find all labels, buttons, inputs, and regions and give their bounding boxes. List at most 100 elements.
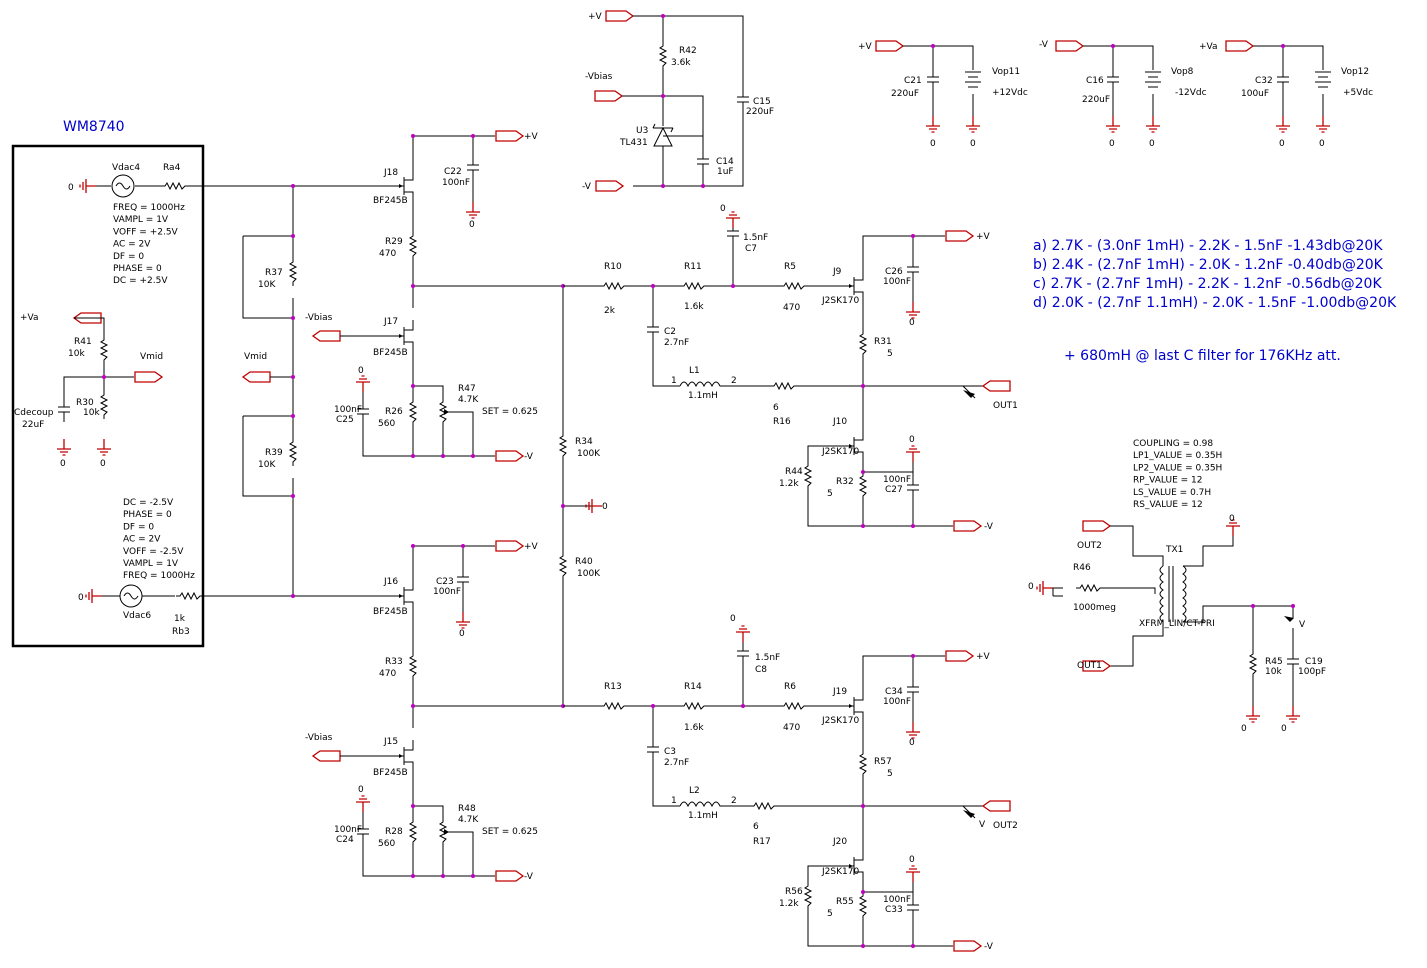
wm8740-box [11, 144, 205, 648]
component-label: 2.7nF [664, 338, 689, 348]
component-label: C2 [664, 327, 676, 337]
bias-network [242, 184, 297, 598]
component-label: +V [858, 42, 873, 52]
component-label: BF245B [373, 196, 408, 206]
component-label: 100nF [334, 405, 362, 415]
component-label: 3.6k [671, 58, 691, 68]
component-label: 560 [378, 839, 395, 849]
component-label: J16 [383, 577, 398, 587]
component-label: Vop8 [1171, 67, 1194, 77]
source-param: FREQ = 1000Hz [123, 571, 195, 581]
component-label: OUT1 [1077, 661, 1102, 671]
component-label: 10K [258, 280, 276, 290]
component-label: 470 [783, 723, 800, 733]
component-label: R45 [1265, 657, 1283, 667]
transformer-param: LP1_VALUE = 0.35H [1133, 451, 1222, 461]
component-label: 1000meg [1073, 603, 1116, 613]
component-label: 100nF [883, 895, 911, 905]
transformer-param: LS_VALUE = 0.7H [1133, 488, 1211, 498]
component-label: Vmid [244, 352, 267, 362]
component-label: V [979, 820, 986, 830]
component-label: Vmid [140, 352, 163, 362]
component-label: +Va [20, 313, 39, 323]
component-label: 0 [930, 139, 936, 149]
component-label: R37 [265, 268, 283, 278]
component-label: 1.2k [779, 899, 799, 909]
source-param: DF = 0 [123, 522, 154, 532]
component-label: 2k [604, 306, 616, 316]
source-param: PHASE = 0 [123, 510, 172, 520]
transformer-param: COUPLING = 0.98 [1133, 439, 1213, 449]
component-label: 4.7K [458, 815, 479, 825]
component-label: C8 [755, 665, 767, 675]
component-label: 0 [358, 366, 364, 376]
component-label: 1 [671, 376, 677, 386]
component-label: 0 [909, 855, 915, 865]
component-label: 220uF [1082, 95, 1110, 105]
supply-minus12 [1055, 40, 1161, 133]
component-label: R46 [1073, 563, 1091, 573]
component-label: J2SK170 [821, 296, 859, 306]
filter-notes: a) 2.7K - (3.0nF 1mH) - 2.2K - 1.5nF -1.… [1033, 238, 1397, 311]
component-label: 5 [887, 769, 893, 779]
component-label: R44 [785, 467, 803, 477]
component-label: -Vbias [305, 733, 333, 743]
supply-plus12 [875, 40, 981, 133]
component-label: 100uF [1241, 89, 1269, 99]
component-label: -V [1039, 40, 1049, 50]
component-label: XFRM_LIN/CT-PRI [1139, 619, 1215, 629]
center-divider [559, 284, 603, 708]
component-label: R40 [575, 557, 593, 567]
component-label: -V [524, 872, 534, 882]
component-label: C16 [1086, 76, 1104, 86]
component-label: 1 [671, 796, 677, 806]
component-label: Ra4 [163, 163, 181, 173]
component-label: 4.7K [458, 395, 479, 405]
component-label: 1k [174, 614, 186, 624]
component-label: +V [976, 652, 991, 662]
component-label: C24 [336, 835, 354, 845]
component-label: J9 [832, 267, 842, 277]
component-label: U3 [636, 126, 648, 136]
component-label: R29 [385, 237, 403, 247]
component-label: Vop12 [1341, 67, 1369, 77]
component-label: 100nF [334, 825, 362, 835]
component-label: 0 [1319, 139, 1325, 149]
component-label: Vop11 [992, 67, 1020, 77]
filter-note: d) 2.0K - (2.7nF 1.1mH) - 2.0K - 1.5nF -… [1033, 295, 1397, 311]
component-label: C23 [436, 577, 454, 587]
component-label: -V [984, 522, 994, 532]
component-label: 100nF [883, 475, 911, 485]
wm8740-title: WM8740 [63, 119, 125, 135]
component-label: C22 [444, 167, 462, 177]
component-label: 0 [459, 629, 465, 639]
component-label: 10k [83, 408, 100, 418]
component-label: J2SK170 [821, 447, 859, 457]
component-label: 0 [1149, 139, 1155, 149]
component-label: -Vbias [585, 72, 613, 82]
component-label: BF245B [373, 768, 408, 778]
component-label: C15 [753, 97, 771, 107]
component-label: J2SK170 [821, 867, 859, 877]
component-label: R10 [604, 262, 622, 272]
component-label: R17 [753, 837, 771, 847]
vbias-reference [594, 10, 750, 192]
component-label: 220uF [891, 89, 919, 99]
filter-note: c) 2.7K - (2.7nF 1mH) - 2.2K - 1.2nF -0.… [1033, 276, 1382, 292]
component-label: C26 [885, 267, 903, 277]
component-label: SET = 0.625 [482, 407, 538, 417]
component-label: 1.5nF [743, 233, 768, 243]
component-label: 6 [773, 403, 779, 413]
component-label: 470 [379, 249, 396, 259]
component-label: +12Vdc [992, 88, 1028, 98]
attenuation-note: + 680mH @ last C filter for 176KHz att. [1064, 348, 1341, 364]
component-label: 100nF [883, 277, 911, 287]
component-label: J17 [383, 317, 398, 327]
filter-upper [563, 211, 1011, 532]
source-param: VOFF = +2.5V [113, 227, 179, 237]
